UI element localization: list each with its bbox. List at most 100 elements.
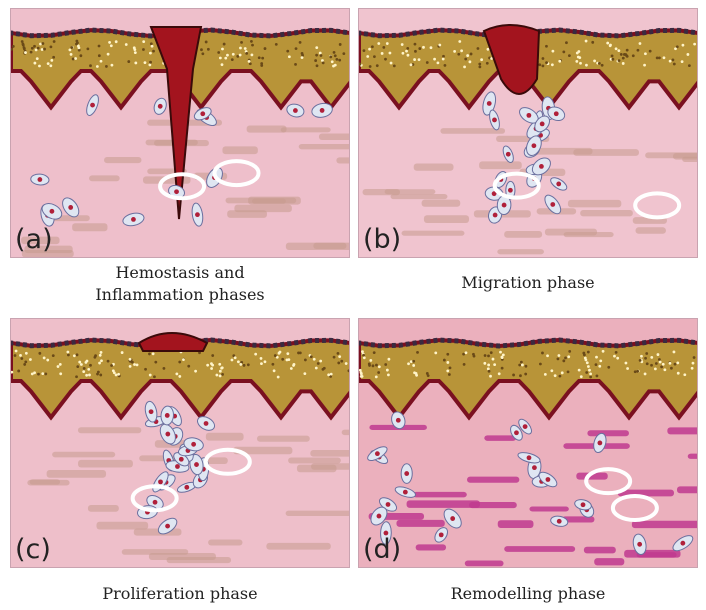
collagen-fiber — [587, 430, 629, 436]
collagen-fiber — [424, 215, 469, 223]
cell-nucleus — [131, 217, 136, 222]
cell-nucleus — [174, 189, 179, 194]
epidermal-cell — [611, 54, 614, 57]
epidermal-cell — [53, 40, 56, 43]
epidermal-cell — [31, 372, 34, 375]
epidermal-cell — [274, 354, 277, 357]
caption-remodelling: Remodelling phase — [358, 583, 698, 605]
epidermal-cell — [660, 366, 663, 369]
epidermal-cell — [433, 58, 436, 61]
epidermal-cell — [366, 55, 369, 58]
epidermal-cell — [76, 365, 79, 368]
epidermal-cell — [444, 64, 447, 67]
collagen-fiber — [78, 427, 141, 433]
epidermal-cell — [683, 373, 686, 376]
epidermal-cell — [223, 43, 226, 46]
cell-nucleus — [439, 532, 444, 537]
cell-nucleus — [532, 143, 537, 148]
epidermal-cell — [66, 351, 69, 354]
cell-nucleus — [637, 542, 642, 547]
cell-nucleus — [37, 177, 42, 182]
epidermal-cell — [539, 363, 542, 366]
epidermal-cell — [564, 357, 567, 360]
collagen-fiber — [96, 522, 148, 530]
collagen-fiber — [391, 194, 448, 199]
epidermal-cell — [512, 374, 515, 377]
epidermal-cell — [221, 48, 224, 51]
cell-nucleus — [508, 188, 513, 193]
epidermal-cell — [490, 351, 493, 354]
epidermal-cell — [70, 46, 73, 49]
caption-line: Proliferation phase — [10, 583, 350, 605]
epidermal-cell — [152, 352, 155, 355]
epidermal-cell — [655, 362, 658, 365]
epidermal-cell — [89, 64, 92, 67]
epidermal-cell — [663, 56, 666, 59]
epidermal-cell — [57, 365, 60, 368]
cell-nucleus — [540, 122, 545, 127]
collagen-fiber — [414, 163, 454, 170]
epidermal-cell — [129, 358, 132, 361]
epidermal-cell — [38, 352, 41, 355]
collagen-fiber — [504, 546, 575, 552]
epidermal-cell — [100, 359, 103, 362]
epidermal-cell — [438, 44, 441, 47]
epidermal-cell — [589, 372, 592, 375]
epidermal-cell — [565, 41, 568, 44]
epidermal-cell — [656, 56, 659, 59]
epidermal-cell — [148, 353, 151, 356]
epidermal-cell — [693, 356, 696, 359]
cell-nucleus — [539, 164, 544, 169]
epidermal-cell — [322, 62, 325, 65]
epidermal-cell — [25, 352, 28, 355]
collagen-fiber — [677, 486, 698, 493]
epidermal-cell — [626, 49, 629, 52]
epidermal-cell — [426, 61, 429, 64]
cell-nucleus — [165, 432, 170, 437]
epidermal-cell — [86, 47, 89, 50]
epidermal-cell — [681, 60, 684, 63]
epidermal-cell — [493, 363, 496, 366]
epidermal-cell — [110, 364, 113, 367]
epidermal-cell — [422, 46, 425, 49]
epidermal-cell — [297, 352, 300, 355]
epidermal-cell — [194, 370, 197, 373]
epidermal-cell — [611, 58, 614, 61]
epidermal-cell — [52, 354, 55, 357]
epidermal-cell — [59, 372, 62, 375]
cell-nucleus — [514, 430, 519, 435]
epidermal-cell — [187, 365, 190, 368]
cell-nucleus — [396, 418, 401, 423]
epidermal-cell — [332, 65, 335, 68]
epidermal-cell — [329, 55, 332, 58]
collagen-fiber — [88, 505, 119, 512]
epidermal-cell — [386, 42, 389, 45]
epidermal-cell — [488, 370, 491, 373]
epidermal-cell — [388, 358, 391, 361]
epidermal-cell — [303, 372, 306, 375]
epidermal-cell — [381, 52, 384, 55]
collagen-fiber — [688, 454, 698, 459]
epidermal-cell — [314, 59, 317, 62]
epidermal-cell — [538, 63, 541, 66]
epidermal-cell — [693, 43, 696, 46]
cell-nucleus — [204, 421, 209, 426]
epidermal-cell — [206, 364, 209, 367]
epidermal-cell — [492, 358, 495, 361]
collagen-fiber — [624, 550, 680, 558]
epidermal-cell — [676, 361, 679, 364]
cell-nucleus — [554, 111, 559, 116]
collagen-fiber — [479, 161, 522, 169]
collagen-fiber — [52, 452, 115, 458]
collagen-fiber — [342, 430, 350, 435]
collagen-fiber — [632, 521, 698, 528]
cell-nucleus — [293, 108, 298, 113]
cell-nucleus — [158, 479, 163, 484]
cell-nucleus — [680, 541, 685, 546]
epidermal-cell — [72, 58, 75, 61]
epidermal-cell — [595, 356, 598, 359]
epidermal-cell — [237, 360, 240, 363]
epidermal-cell — [646, 362, 649, 365]
collagen-fiber — [396, 520, 444, 527]
epidermal-cell — [24, 51, 27, 54]
